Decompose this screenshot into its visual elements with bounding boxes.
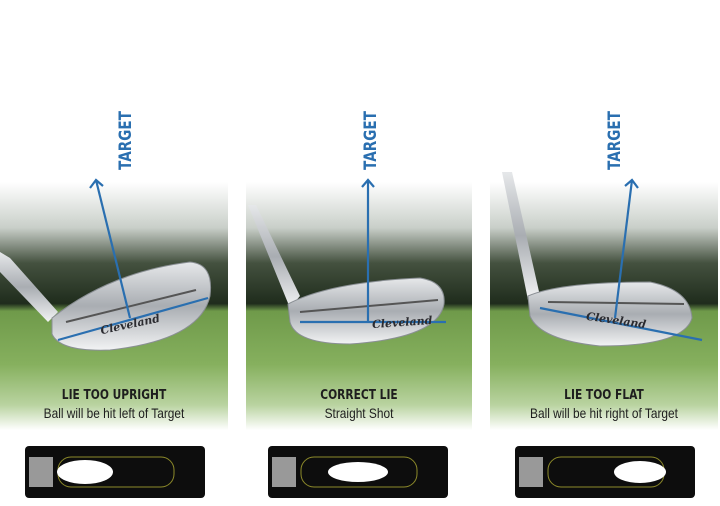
target-arrow-1 — [94, 179, 132, 319]
lie-board-card-2 — [268, 446, 448, 498]
caption-3: LIE TOO FLAT Ball will be hit right of T… — [490, 388, 718, 421]
caption-title: LIE TOO FLAT — [564, 388, 644, 403]
lie-lines — [57, 178, 703, 342]
lie-line-1 — [57, 296, 209, 342]
arrowhead-icon — [624, 178, 639, 189]
caption-subtitle: Straight Shot — [324, 405, 394, 421]
caption-1: LIE TOO UPRIGHT Ball will be hit left of… — [0, 388, 228, 421]
lie-line-3 — [539, 306, 703, 342]
lie-board-card-3 — [515, 446, 695, 498]
target-label-3: TARGET — [605, 111, 625, 170]
panel-background-2 — [246, 0, 472, 506]
target-label-2: TARGET — [361, 111, 381, 170]
arrowhead-icon — [361, 178, 375, 188]
club-upright — [0, 252, 212, 351]
caption-2: CORRECT LIE Straight Shot — [245, 388, 473, 421]
caption-title: CORRECT LIE — [320, 388, 398, 403]
target-arrow-3 — [613, 179, 634, 319]
club-correct — [248, 205, 445, 345]
arrowhead-icon — [89, 178, 104, 189]
caption-subtitle: Ball will be hit right of Target — [530, 405, 678, 421]
lie-board-card-1 — [25, 446, 205, 498]
caption-subtitle: Ball will be hit left of Target — [43, 405, 185, 421]
target-label-1: TARGET — [116, 111, 136, 170]
caption-title: LIE TOO UPRIGHT — [61, 388, 167, 403]
